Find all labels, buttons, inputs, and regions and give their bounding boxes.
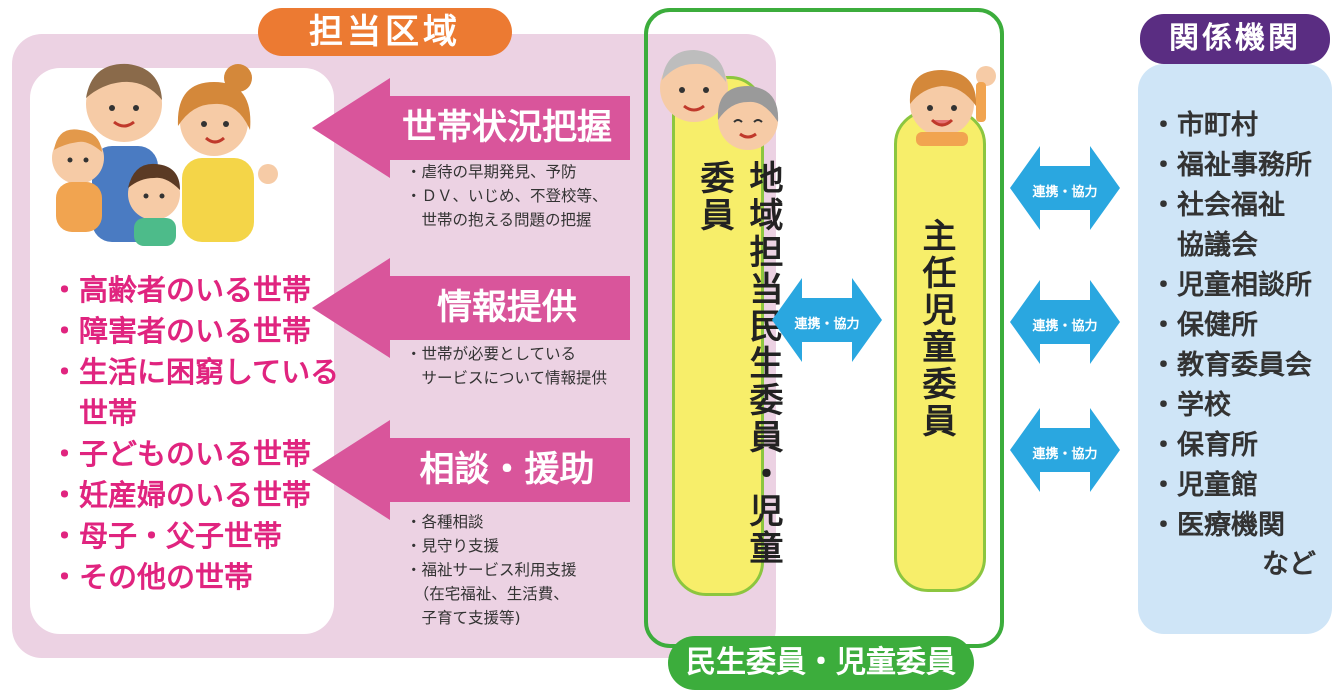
org-item: ・教育委員会 (1150, 350, 1312, 381)
org-item: ・医療機関 (1150, 510, 1285, 541)
org-item: ・福祉事務所 (1150, 150, 1312, 181)
org-item: ・学校 (1150, 390, 1231, 421)
household-item: ・障害者のいる世帯 (50, 314, 312, 348)
org-item: 協議会 (1150, 230, 1258, 261)
function-label-status: 世帯状況把握 (401, 108, 612, 148)
double-arrow-icon (1010, 408, 1120, 492)
function-notes-info: ・世帯が必要としている サービスについて情報提供 (406, 342, 607, 390)
org-item: ・社会福祉 (1150, 190, 1285, 221)
household-item: 世帯 (50, 396, 138, 430)
org-etc-label: など (1262, 549, 1316, 580)
area-title: 担当区域 (258, 8, 512, 56)
function-label-info: 情報提供 (436, 288, 577, 328)
function-label-consult: 相談・援助 (419, 450, 595, 490)
members-title: 民生委員・児童委員 (668, 636, 974, 690)
note-item: 世帯の抱える問題の把握 (406, 211, 592, 229)
household-item: ・生活に困窮している (50, 355, 340, 389)
org-item: ・児童館 (1150, 470, 1258, 501)
note-item: サービスについて情報提供 (406, 369, 608, 387)
note-item: （在宅福祉、生活費、 (406, 585, 569, 603)
left-pillar (672, 76, 764, 596)
household-item: ・母子・父子世帯 (50, 519, 283, 553)
double-arrow-icon (1010, 146, 1120, 230)
note-item: ・見守り支援 (406, 537, 500, 555)
note-item: ・各種相談 (406, 513, 484, 531)
note-item: ・ＤＶ、いじめ、不登校等、 (406, 187, 608, 205)
household-list: ・高齢者のいる世帯 ・障害者のいる世帯 ・生活に困窮している 世帯 ・子どものい… (50, 270, 339, 598)
family-illustration (52, 63, 278, 246)
function-notes-status: ・虐待の早期発見、予防 ・ＤＶ、いじめ、不登校等、 世帯の抱える問題の把握 (406, 160, 608, 232)
arrow-left-icon (312, 258, 630, 358)
double-arrow-icon (772, 278, 882, 362)
chief-member-illustration (909, 66, 996, 146)
org-item: ・保健所 (1150, 310, 1258, 341)
note-item: ・福祉サービス利用支援 (406, 561, 577, 579)
arrow-left-icon (312, 78, 630, 178)
household-item: ・子どものいる世帯 (50, 437, 312, 471)
note-item: ・世帯が必要としている (406, 345, 577, 363)
link-label: 連携・協力 (1032, 319, 1098, 334)
household-item: ・高齢者のいる世帯 (50, 273, 312, 307)
household-item: ・妊産婦のいる世帯 (50, 478, 312, 512)
link-label: 連携・協力 (1032, 447, 1098, 462)
right-pillar-label: 主任児童委員 (916, 218, 956, 440)
org-panel (1138, 64, 1332, 634)
elderly-couple-illustration (660, 50, 779, 150)
household-item: ・その他の世帯 (50, 560, 254, 594)
function-notes-consult: ・各種相談 ・見守り支援 ・福祉サービス利用支援 （在宅福祉、生活費、 子育て支… (406, 510, 577, 630)
org-item: ・市町村 (1150, 110, 1258, 141)
right-pillar (894, 110, 986, 592)
link-label: 連携・協力 (794, 317, 860, 332)
arrow-left-icon (312, 420, 630, 520)
link-label: 連携・協力 (1032, 185, 1098, 200)
org-list: ・市町村 ・福祉事務所 ・社会福祉 協議会 ・児童相談所 ・保健所 ・教育委員会… (1150, 106, 1312, 546)
org-item: ・保育所 (1150, 430, 1258, 461)
org-item: ・児童相談所 (1150, 270, 1312, 301)
note-item: 子育て支援等) (406, 609, 521, 627)
org-title: 関係機関 (1140, 14, 1330, 64)
double-arrow-icon (1010, 280, 1120, 364)
left-pillar-label: 地域担当民生委員・児童委員 (694, 160, 783, 567)
note-item: ・虐待の早期発見、予防 (406, 163, 577, 181)
